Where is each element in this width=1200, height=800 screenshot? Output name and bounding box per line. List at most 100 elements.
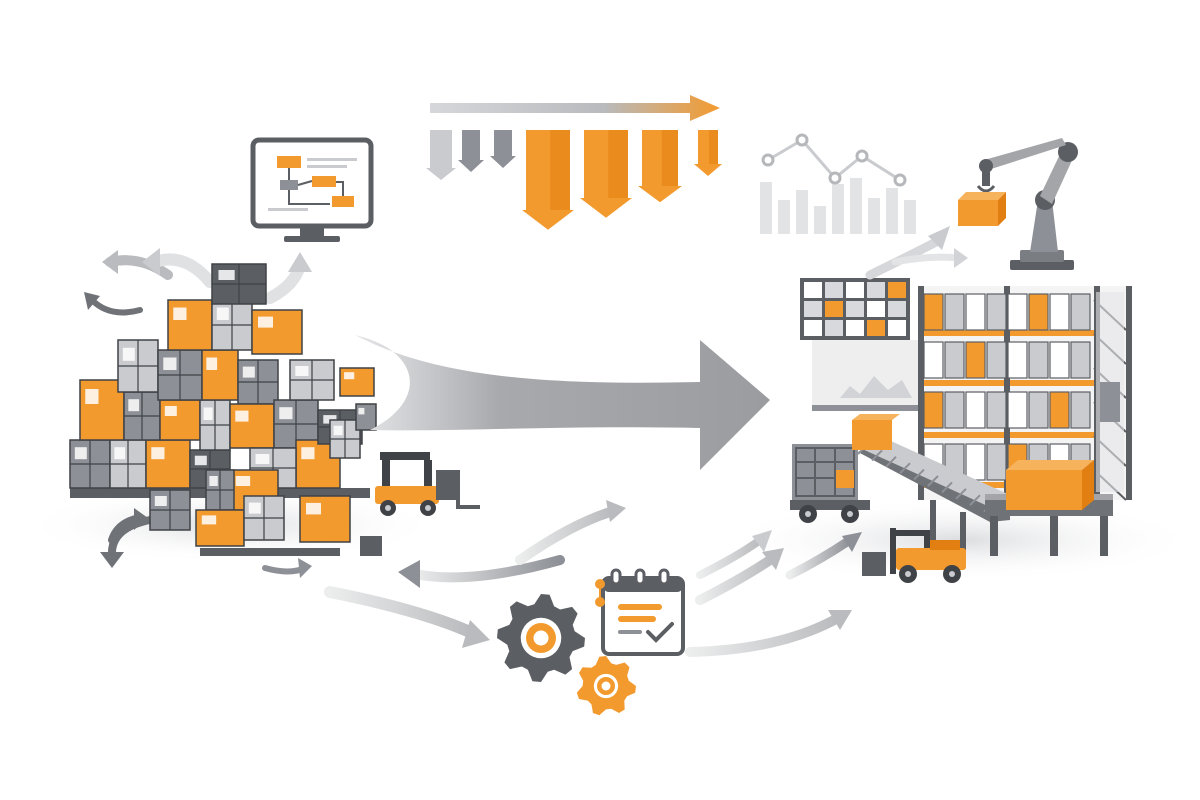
pallet-rack-icon [800, 278, 918, 411]
large-arrow-icon [355, 335, 770, 470]
rack-box [1070, 341, 1091, 379]
rack-box [965, 391, 986, 429]
storage-cell [888, 301, 906, 317]
box-label [194, 455, 207, 466]
rack-box [965, 293, 986, 331]
conveyor-belt-icon [852, 414, 1113, 556]
box-label [128, 399, 140, 412]
rack-box [1070, 293, 1091, 331]
belt-slat [969, 494, 981, 506]
chart-bar-arrowhead [522, 210, 574, 230]
gear-icon [497, 594, 585, 682]
box-label [151, 447, 165, 460]
gear-hole [533, 630, 549, 646]
rack-box [1028, 391, 1049, 429]
rack-box [944, 293, 965, 331]
box-label [74, 447, 87, 460]
box-label [216, 307, 229, 320]
rack-box [1007, 341, 1028, 379]
rack-box [986, 391, 1007, 429]
rack-box [923, 341, 944, 379]
belt-slat [955, 488, 967, 500]
rack-box [1070, 391, 1091, 429]
box-label [306, 502, 321, 515]
rack-box [1100, 382, 1120, 422]
rack-box [923, 293, 944, 331]
storage-cell [867, 301, 885, 317]
robotic-arm-icon [958, 138, 1078, 270]
box-label [173, 307, 187, 320]
chart-bar-shade [661, 130, 678, 186]
storage-cell [846, 301, 864, 317]
box-label [206, 357, 218, 370]
chart-bar-shade [608, 130, 628, 198]
storage-cell [846, 282, 864, 298]
rack-upright [1126, 286, 1132, 500]
chart-bar-shade [550, 130, 570, 210]
cardboard-box-icon [360, 536, 382, 556]
rack-box [1049, 341, 1070, 379]
box-label [209, 476, 218, 486]
rack-box [944, 341, 965, 379]
curved-arrow-icon [84, 248, 312, 578]
flowchart-icon [268, 156, 357, 211]
box-label [163, 357, 177, 370]
box-label [295, 366, 309, 376]
cardboard-box-icon [958, 192, 1006, 226]
gear-icon [576, 656, 636, 716]
rack-box [1049, 391, 1070, 429]
gear-hole [601, 681, 611, 691]
cardboard-box-icon [852, 414, 900, 450]
box-label [358, 407, 365, 415]
belt-slat [913, 468, 925, 481]
computer-monitor-icon [250, 137, 374, 242]
curved-arrow-icon [324, 500, 862, 657]
box-label [255, 454, 270, 464]
rack-box [944, 391, 965, 429]
storage-cell [888, 282, 906, 298]
rack-box [1028, 341, 1049, 379]
storage-cell [804, 282, 822, 298]
box-label [164, 406, 177, 416]
chart-bar [430, 130, 452, 168]
chart-bar-arrowhead [638, 186, 682, 203]
belt-slat [871, 449, 883, 462]
box-label [122, 347, 135, 361]
rack-upright [918, 286, 924, 500]
rack-box [965, 341, 986, 379]
box-label [235, 476, 251, 486]
chart-bar-arrowhead [458, 160, 484, 172]
box-label [242, 366, 255, 378]
box-label [114, 447, 126, 460]
box-label [235, 410, 249, 422]
chart-bar [462, 130, 480, 160]
box-label [258, 316, 273, 328]
storage-cell [825, 301, 843, 317]
rack-box [986, 341, 1007, 379]
storage-cell [846, 320, 864, 336]
rack-box [986, 293, 1007, 331]
rack-box [965, 443, 986, 481]
box-label [201, 515, 217, 525]
box-label [248, 502, 261, 514]
box-label [154, 496, 167, 506]
pallet [200, 548, 340, 556]
chart-bar-arrowhead [694, 164, 722, 176]
chart-bar [494, 130, 512, 156]
storage-cell [825, 282, 843, 298]
top-trend-arrow [430, 95, 720, 121]
belt-slat [885, 456, 897, 468]
chart-bar-arrowhead [490, 156, 516, 168]
storage-cell [804, 320, 822, 336]
rack-box [1028, 293, 1049, 331]
storage-cell [867, 320, 885, 336]
rack-box [1007, 391, 1028, 429]
descending-bar-chart-icon [426, 95, 722, 230]
rack-box [923, 391, 944, 429]
line-chart-icon [760, 133, 916, 234]
storage-cell [888, 320, 906, 336]
storage-cell [804, 301, 822, 317]
chart-bar-shade [709, 130, 718, 164]
box-label [218, 270, 235, 280]
